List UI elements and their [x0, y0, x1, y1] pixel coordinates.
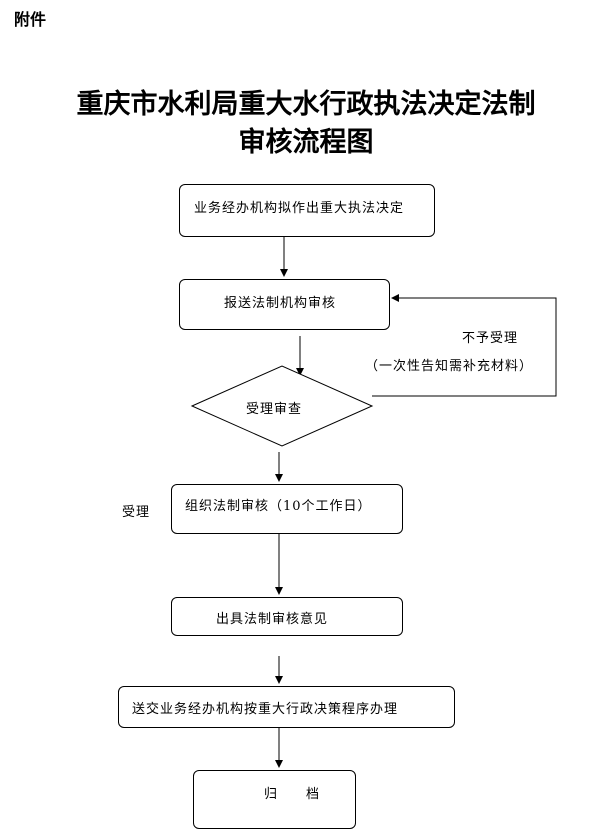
page-title-line-2: 审核流程图: [238, 127, 374, 158]
step-organize-review: 组织法制审核（10个工作日）: [171, 484, 403, 534]
reject-label: 不予受理: [462, 331, 519, 346]
decision-diamond: [190, 365, 374, 447]
decision-label: 受理审查: [246, 402, 303, 417]
page-title-line-1: 重庆市水利局重大水行政执法决定法制: [76, 89, 536, 120]
step-transfer-handling-label: 送交业务经办机构按重大行政决策程序办理: [132, 702, 399, 717]
reject-note: （一次性告知需补充材料）: [365, 359, 534, 374]
step-archive: 归 档: [193, 770, 356, 829]
step-issue-opinion-label: 出具法制审核意见: [216, 612, 329, 627]
step-submit-review: 报送法制机构审核: [179, 279, 390, 330]
step-issue-opinion: 出具法制审核意见: [171, 597, 403, 636]
attachment-label: 附件: [14, 10, 47, 29]
step-draft-decision-label: 业务经办机构拟作出重大执法决定: [194, 201, 405, 216]
step-submit-review-label: 报送法制机构审核: [224, 296, 337, 311]
step-archive-label: 归 档: [264, 787, 321, 802]
accept-label: 受理: [122, 505, 151, 520]
step-organize-review-label: 组织法制审核（10个工作日）: [185, 499, 372, 514]
arrow-reject-loop: [372, 294, 557, 397]
step-draft-decision: 业务经办机构拟作出重大执法决定: [179, 184, 435, 237]
step-transfer-handling: 送交业务经办机构按重大行政决策程序办理: [118, 686, 455, 728]
